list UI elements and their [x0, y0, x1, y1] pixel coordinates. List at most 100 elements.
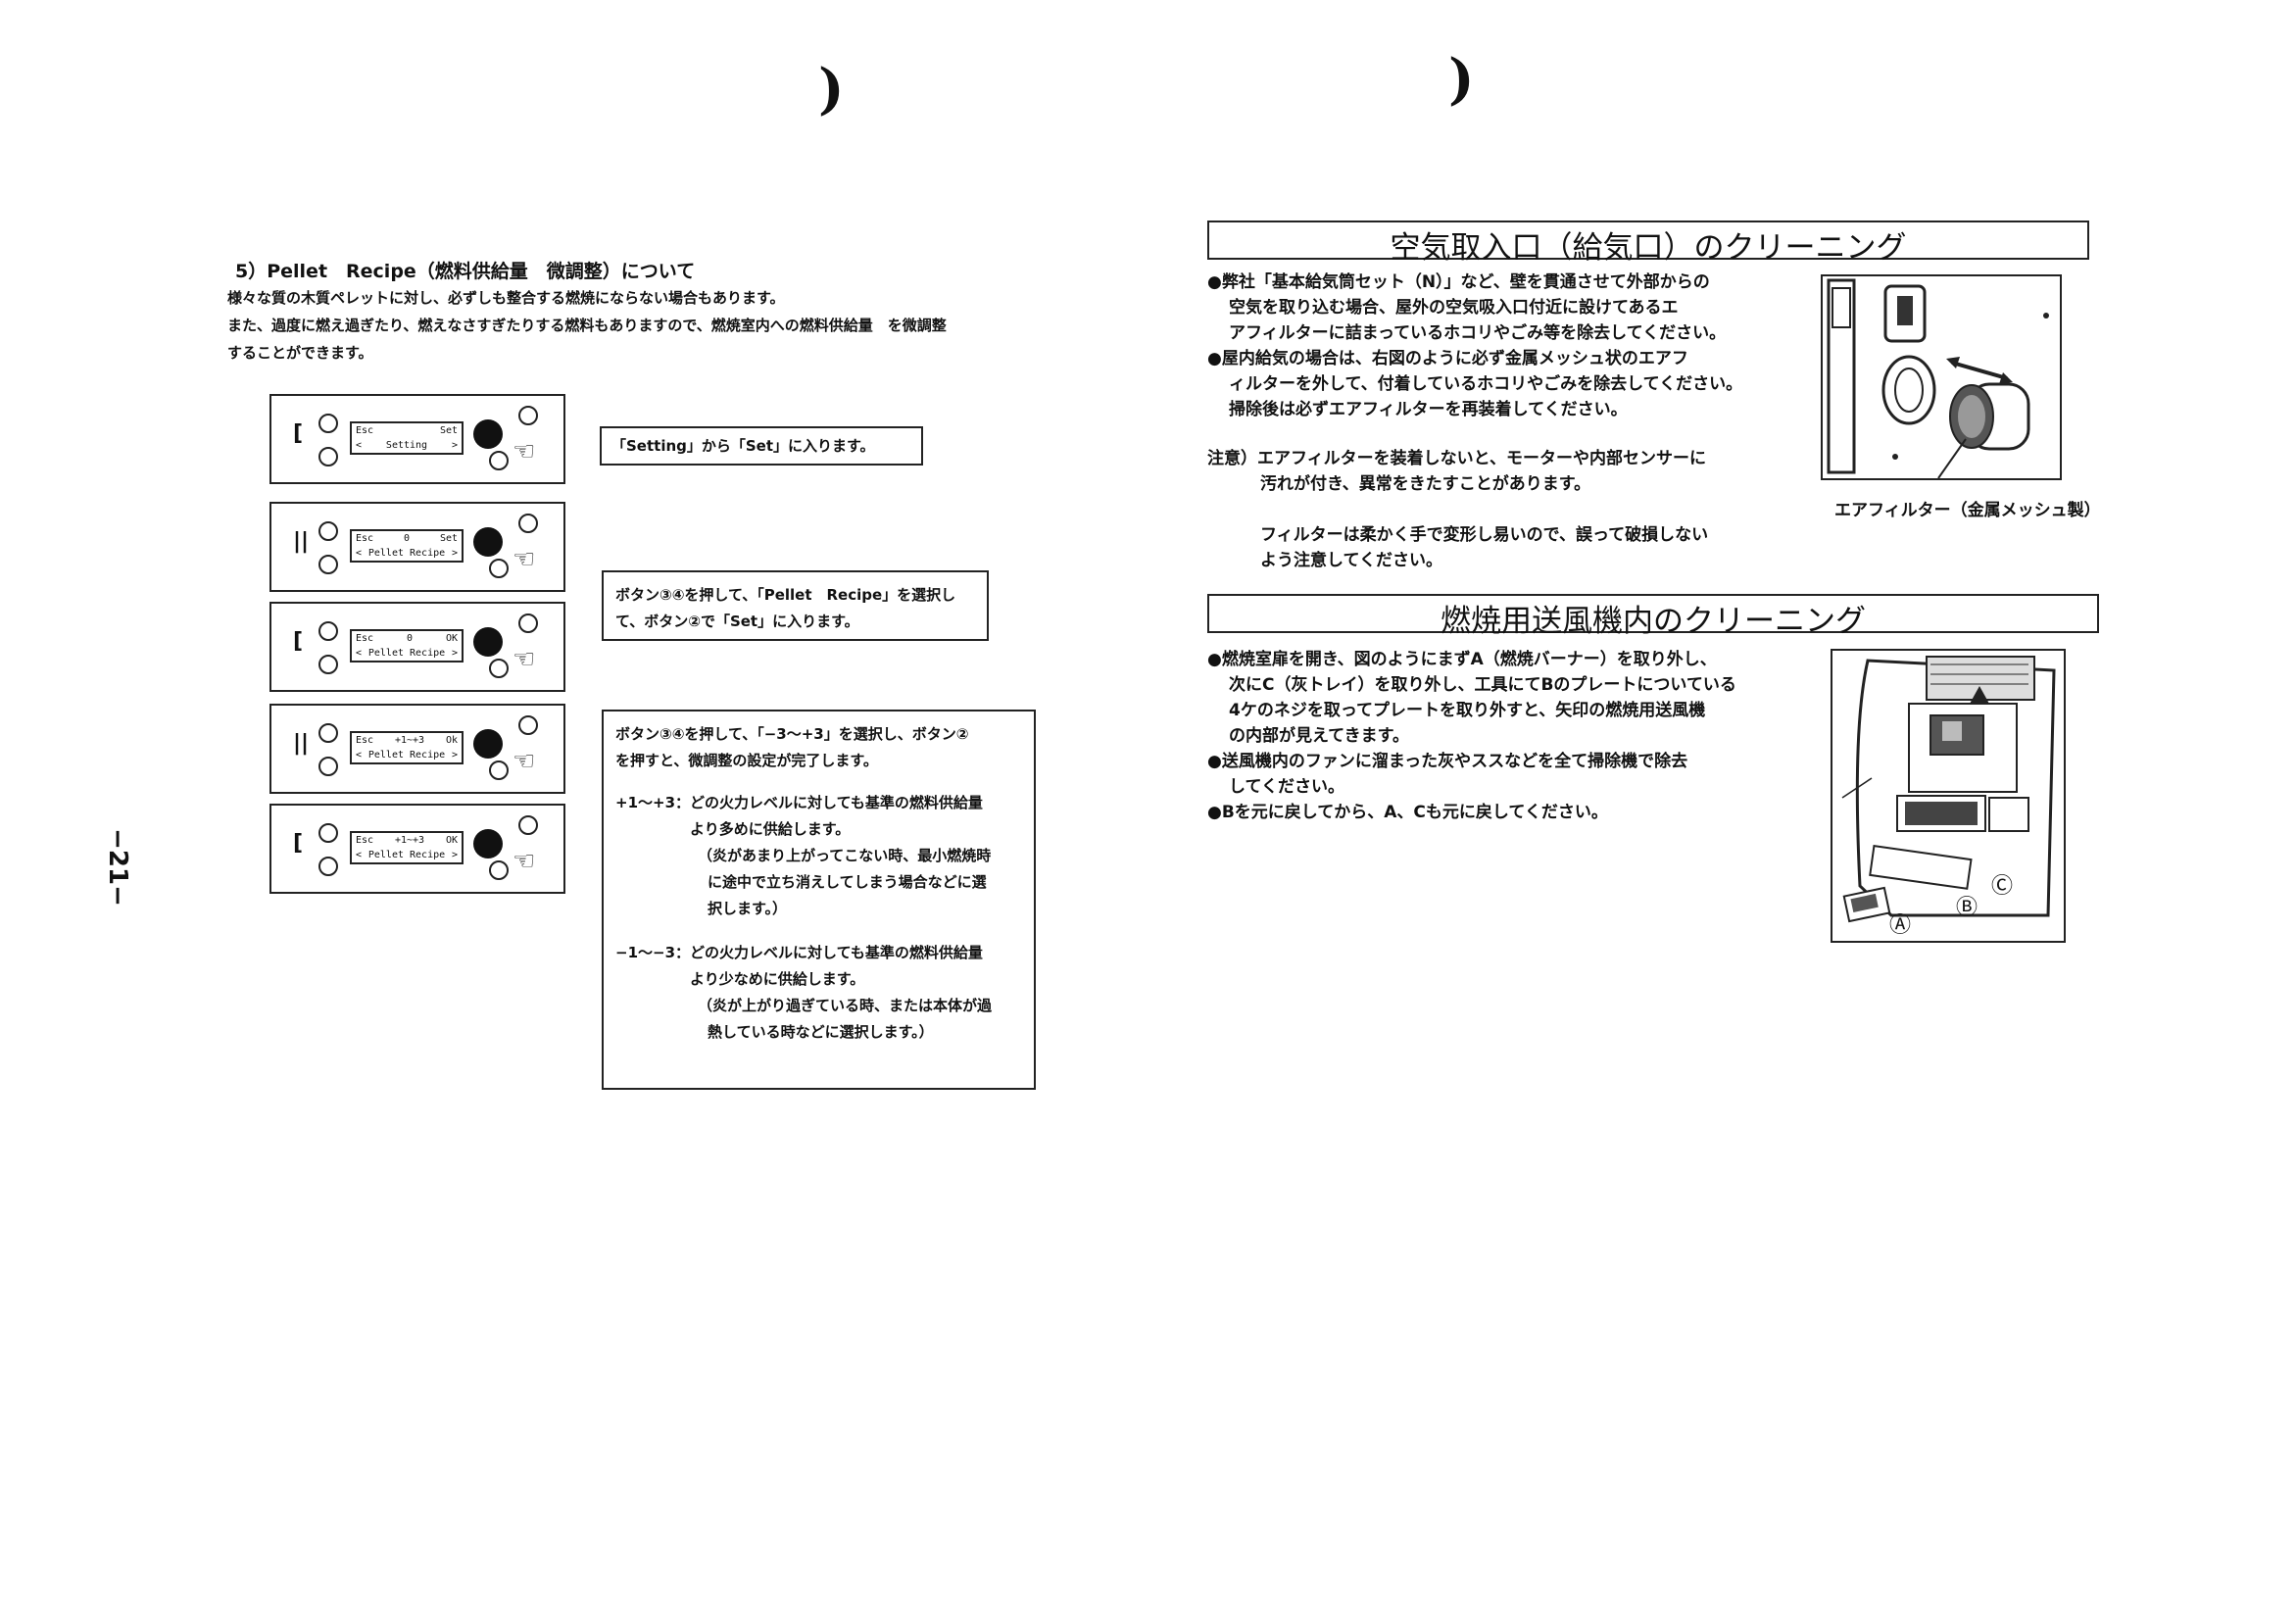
lcd-arrow-right: >	[451, 850, 458, 860]
panel-dial	[473, 627, 503, 657]
panel-button-left-top	[318, 823, 338, 843]
pointing-hand-icon: ☜	[513, 645, 536, 674]
bullet-3-line-4: の内部が見えてきます。	[1229, 726, 1409, 746]
section-title-blower: 燃焼用送風機内のクリーニング	[1207, 594, 2099, 639]
lcd-arrow-right: >	[451, 750, 458, 760]
pointing-hand-icon: ☜	[513, 545, 536, 574]
panel-button-right-bottom	[489, 860, 509, 880]
label-b: Ⓑ	[1956, 896, 1978, 920]
lcd-mid: 0	[406, 633, 414, 644]
panel-mark: [	[293, 831, 304, 856]
bullet-5-line-1: ●Bを元に戻してから、A、Cも元に戻してください。	[1207, 803, 1608, 822]
label-a: Ⓐ	[1889, 913, 1912, 938]
note-line-1: エアフィルターを装着しないと、モーターや内部センサーに	[1257, 449, 1706, 468]
panel-button-right-top	[518, 815, 538, 835]
intro-text: 様々な質の木質ペレットに対し、必ずしも整合する燃焼にならない場合もあります。 ま…	[227, 284, 1070, 367]
panel-button-right-bottom	[489, 659, 509, 678]
lcd-arrow-right: >	[451, 548, 458, 559]
bullet-3-line-3: 4ケのネジを取ってプレートを取り外すと、矢印の燃焼用送風機	[1229, 701, 1706, 720]
section-heading-pellet-recipe: 5）Pellet Recipe（燃料供給量 微調整）について	[235, 261, 696, 282]
plus-line-4: に途中で立ち消えしてしまう場合などに選	[708, 873, 987, 891]
lcd-esc: Esc	[356, 735, 374, 746]
binding-mark-right: )	[1448, 47, 1475, 112]
bullet-2-line-1: ●屋内給気の場合は、右図のように必ず金属メッシュ状のエアフ	[1207, 349, 1688, 368]
plus-line-2: より多めに供給します。	[690, 820, 851, 838]
panel-button-right-top	[518, 406, 538, 425]
callout-select-line-2: て、ボタン②で「Set」に入ります。	[615, 613, 859, 630]
lcd-mid: 0	[403, 533, 411, 544]
lcd-mid: +1~+3	[394, 835, 425, 846]
minus-line-4: 熱している時などに選択します。）	[708, 1023, 934, 1041]
panel-dial	[473, 419, 503, 449]
panel-button-left-bottom	[318, 555, 338, 574]
lcd-arrow-left: <	[356, 440, 363, 451]
callout-adjust: ボタン③④を押して、「−3〜+3」を選択し、ボタン② を押すと、微調整の設定が完…	[602, 710, 1036, 1090]
callout-adjust-line-1: ボタン③④を押して、「−3〜+3」を選択し、ボタン②	[615, 725, 969, 743]
panel-mark: ||	[293, 529, 310, 554]
air-intake-text: ●弊社「基本給気筒セット（N）」など、壁を貫通させて外部からの 空気を取り込む場…	[1207, 270, 1805, 573]
lcd-menu: Pellet Recipe	[367, 750, 446, 760]
panel-button-left-bottom	[318, 857, 338, 876]
panel-lcd: Esc +1~+3 OK < Pellet Recipe >	[350, 831, 464, 864]
panel-dial	[473, 729, 503, 759]
callout-adjust-line-2: を押すと、微調整の設定が完了します。	[615, 752, 878, 769]
note2-line-2: よう注意してください。	[1260, 551, 1442, 570]
panel-button-right-bottom	[489, 451, 509, 470]
lcd-arrow-left: <	[356, 750, 363, 760]
label-c: Ⓒ	[1991, 874, 2014, 899]
panel-button-left-top	[318, 723, 338, 743]
bullet-1-line-3: アフィルターに詰まっているホコリやごみ等を除去してください。	[1229, 323, 1727, 343]
lcd-esc: Esc	[356, 835, 374, 846]
lcd-arrow-left: <	[356, 850, 363, 860]
lcd-menu: Pellet Recipe	[367, 548, 446, 559]
minus-line-3: （炎が上がり過ぎている時、または本体が過	[698, 997, 993, 1014]
lcd-arrow-left: <	[356, 648, 363, 659]
panel-button-left-top	[318, 621, 338, 641]
lcd-right: Set	[439, 425, 458, 436]
plus-label: +1〜+3：	[615, 794, 691, 811]
air-filter-drawing	[1827, 278, 2049, 479]
panel-button-left-bottom	[318, 757, 338, 776]
lcd-esc: Esc	[356, 633, 374, 644]
page-number: −21−	[102, 828, 132, 907]
lcd-mid: +1~+3	[394, 735, 425, 746]
bullet-3-line-1: ●燃焼室扉を開き、図のようにまずA（燃焼バーナー）を取り外し、	[1207, 650, 1717, 669]
minus-label: −1〜−3：	[615, 944, 691, 961]
bullet-4-line-2: してください。	[1229, 777, 1344, 797]
lcd-menu: Pellet Recipe	[367, 850, 446, 860]
minus-line-2: より少なめに供給します。	[690, 970, 865, 988]
lcd-esc: Esc	[356, 425, 374, 436]
panel-mark: [	[293, 421, 304, 446]
panel-mark: [	[293, 629, 304, 654]
section-title-air-intake: 空気取入口（給気口）のクリーニング	[1207, 221, 2089, 266]
intro-line-1: 様々な質の木質ペレットに対し、必ずしも整合する燃焼にならない場合もあります。	[227, 289, 785, 307]
panel-button-left-bottom	[318, 655, 338, 674]
lcd-esc: Esc	[356, 533, 374, 544]
panel-button-right-top	[518, 613, 538, 633]
note-label: 注意）	[1207, 449, 1257, 468]
binding-mark-left: )	[818, 57, 845, 122]
panel-button-right-bottom	[489, 559, 509, 578]
panel-dial	[473, 829, 503, 859]
lcd-arrow-right: >	[451, 648, 458, 659]
air-filter-illustration	[1821, 274, 2062, 480]
lcd-menu: Setting	[385, 440, 428, 451]
bullet-1-line-1: ●弊社「基本給気筒セット（N）」など、壁を貫通させて外部からの	[1207, 272, 1710, 292]
lcd-right: OK	[445, 835, 458, 846]
bullet-2-line-2: ィルターを外して、付着しているホコリやごみを除去してください。	[1229, 374, 1743, 394]
filter-caption: エアフィルター（金属メッシュ製）	[1834, 501, 2101, 520]
panel-button-left-bottom	[318, 447, 338, 466]
plus-line-1: どの火力レベルに対しても基準の燃料供給量	[690, 794, 983, 811]
panel-button-left-top	[318, 521, 338, 541]
lcd-right: OK	[445, 633, 458, 644]
callout-select-line-1: ボタン③④を押して、「Pellet Recipe」を選択し	[615, 586, 956, 604]
blower-drawing	[1841, 656, 2056, 923]
note2-line-1: フィルターは柔かく手で変形し易いので、誤って破損しない	[1260, 525, 1709, 545]
